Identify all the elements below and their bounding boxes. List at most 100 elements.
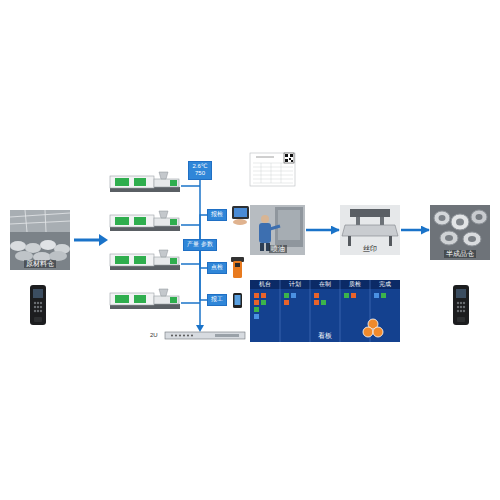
silk-screen-machine-photo-part	[348, 236, 351, 246]
flow-arrow	[74, 234, 108, 246]
data-bus-part	[181, 185, 200, 187]
handheld-terminal-part	[233, 261, 242, 278]
data-bus-part	[181, 224, 200, 226]
work-order-sheet-part	[290, 154, 293, 157]
dashboard-screen-part	[254, 293, 259, 298]
server-rack-part	[191, 335, 193, 337]
spray-painting-photo-part	[261, 215, 269, 223]
spray-painting-photo-part	[260, 243, 264, 251]
tag-text: 报检	[211, 211, 223, 219]
photo-panel: 喷油	[250, 205, 305, 255]
tablet-device-part	[234, 208, 247, 217]
server-rack	[165, 332, 245, 339]
dashboard-screen-part	[344, 293, 349, 298]
silk-screen-machine-photo-part	[342, 225, 398, 236]
silk-screen-machine-photo-part	[380, 217, 384, 225]
phone-device	[233, 293, 242, 308]
warehouse-photo	[10, 210, 70, 270]
info-tag: 报检	[207, 209, 227, 221]
info-tag: 产量 参数	[183, 239, 217, 251]
work-order-sheet-part	[284, 153, 294, 163]
warehouse-photo-part	[10, 210, 70, 232]
flow-connector	[306, 229, 339, 232]
dashboard-screen-part	[321, 300, 326, 305]
server-rack-part	[175, 335, 177, 337]
info-tag: 2.6℃750	[188, 161, 211, 180]
spray-painting-photo-part	[250, 205, 305, 255]
phone-device-part	[233, 293, 242, 308]
dashboard-screen-part	[261, 293, 266, 298]
server-rack-part	[171, 335, 173, 337]
flow-connector	[401, 229, 429, 232]
work-order-sheet-part	[291, 160, 293, 162]
injection-machine	[110, 211, 180, 231]
device-label: 2U	[150, 332, 158, 339]
silk-screen-machine-photo	[340, 205, 400, 255]
tag-text: 2.6℃	[192, 163, 207, 171]
semi-finished-photo-part	[430, 205, 490, 260]
dashboard-screen-part	[314, 300, 319, 305]
handheld-terminal-part	[235, 263, 240, 267]
photo-caption: 丝印	[361, 245, 379, 253]
flow-connector	[200, 251, 207, 268]
semi-finished-photo	[430, 205, 490, 260]
warehouse-photo-part	[10, 210, 70, 270]
warehouse-photo-part	[10, 210, 70, 232]
tag-text: 点检	[211, 264, 223, 272]
header-row: 机台计划在制质检完成	[250, 280, 400, 289]
flow-connector	[200, 215, 207, 239]
dashboard-screen-part	[314, 293, 319, 298]
tag-text: 报工	[211, 296, 223, 304]
dashboard-screen-part	[291, 293, 296, 298]
dashboard-screen-part	[284, 293, 289, 298]
photo-panel: 原材料仓	[10, 210, 70, 270]
flow-arrow-part	[74, 239, 100, 242]
panel-title: 看板	[316, 332, 334, 342]
injection-machine	[110, 289, 180, 309]
warehouse-photo-part	[40, 240, 56, 250]
photo-caption: 原材料仓	[24, 260, 56, 268]
semi-finished-photo-part	[476, 214, 483, 220]
tablet-device	[232, 206, 249, 225]
silk-screen-machine-photo-part	[350, 209, 390, 217]
semi-finished-photo-part	[445, 235, 453, 241]
work-order-sheet-part	[250, 153, 295, 186]
dashboard-screen-part	[280, 280, 370, 342]
photo-panel: 半成品仓	[430, 205, 490, 260]
semi-finished-photo-part	[440, 231, 458, 245]
info-tag: 点检	[207, 262, 227, 274]
spray-painting-photo-part	[270, 226, 280, 229]
semi-finished-photo-part	[471, 210, 487, 224]
spray-painting-photo-part	[259, 223, 271, 243]
tag-text: 产量 参数	[187, 241, 213, 249]
handheld-scanner	[453, 285, 469, 325]
flow-arrow-part	[99, 234, 108, 246]
column-header: 在制	[310, 280, 340, 289]
injection-machine	[110, 172, 180, 192]
work-order-sheet-part	[289, 158, 291, 160]
semi-finished-photo-part	[451, 214, 469, 230]
dashboard-screen-part	[374, 293, 379, 298]
spray-painting-photo-part	[278, 210, 300, 240]
server-rack-part	[183, 335, 185, 337]
work-order-sheet-part	[285, 154, 288, 157]
dashboard-screen-part	[261, 300, 266, 305]
work-order-sheet-part	[285, 159, 288, 162]
dashboard-screen-part	[351, 293, 356, 298]
dashboard-panel: 机台计划在制质检完成看板	[250, 280, 400, 342]
semi-finished-photo-part	[439, 215, 446, 221]
dashboard-screen-part	[254, 307, 259, 312]
spray-painting-photo	[250, 205, 305, 255]
data-bus-part	[181, 263, 200, 265]
bus-arrowhead	[196, 325, 204, 332]
dashboard-screen-part	[250, 280, 400, 342]
server-rack-part	[165, 332, 245, 339]
phone-device-part	[235, 295, 241, 305]
silk-screen-machine-photo-part	[340, 205, 400, 255]
photo-panel: 丝印	[340, 205, 400, 255]
column-header: 质检	[340, 280, 370, 289]
tablet-device-part	[233, 219, 247, 225]
